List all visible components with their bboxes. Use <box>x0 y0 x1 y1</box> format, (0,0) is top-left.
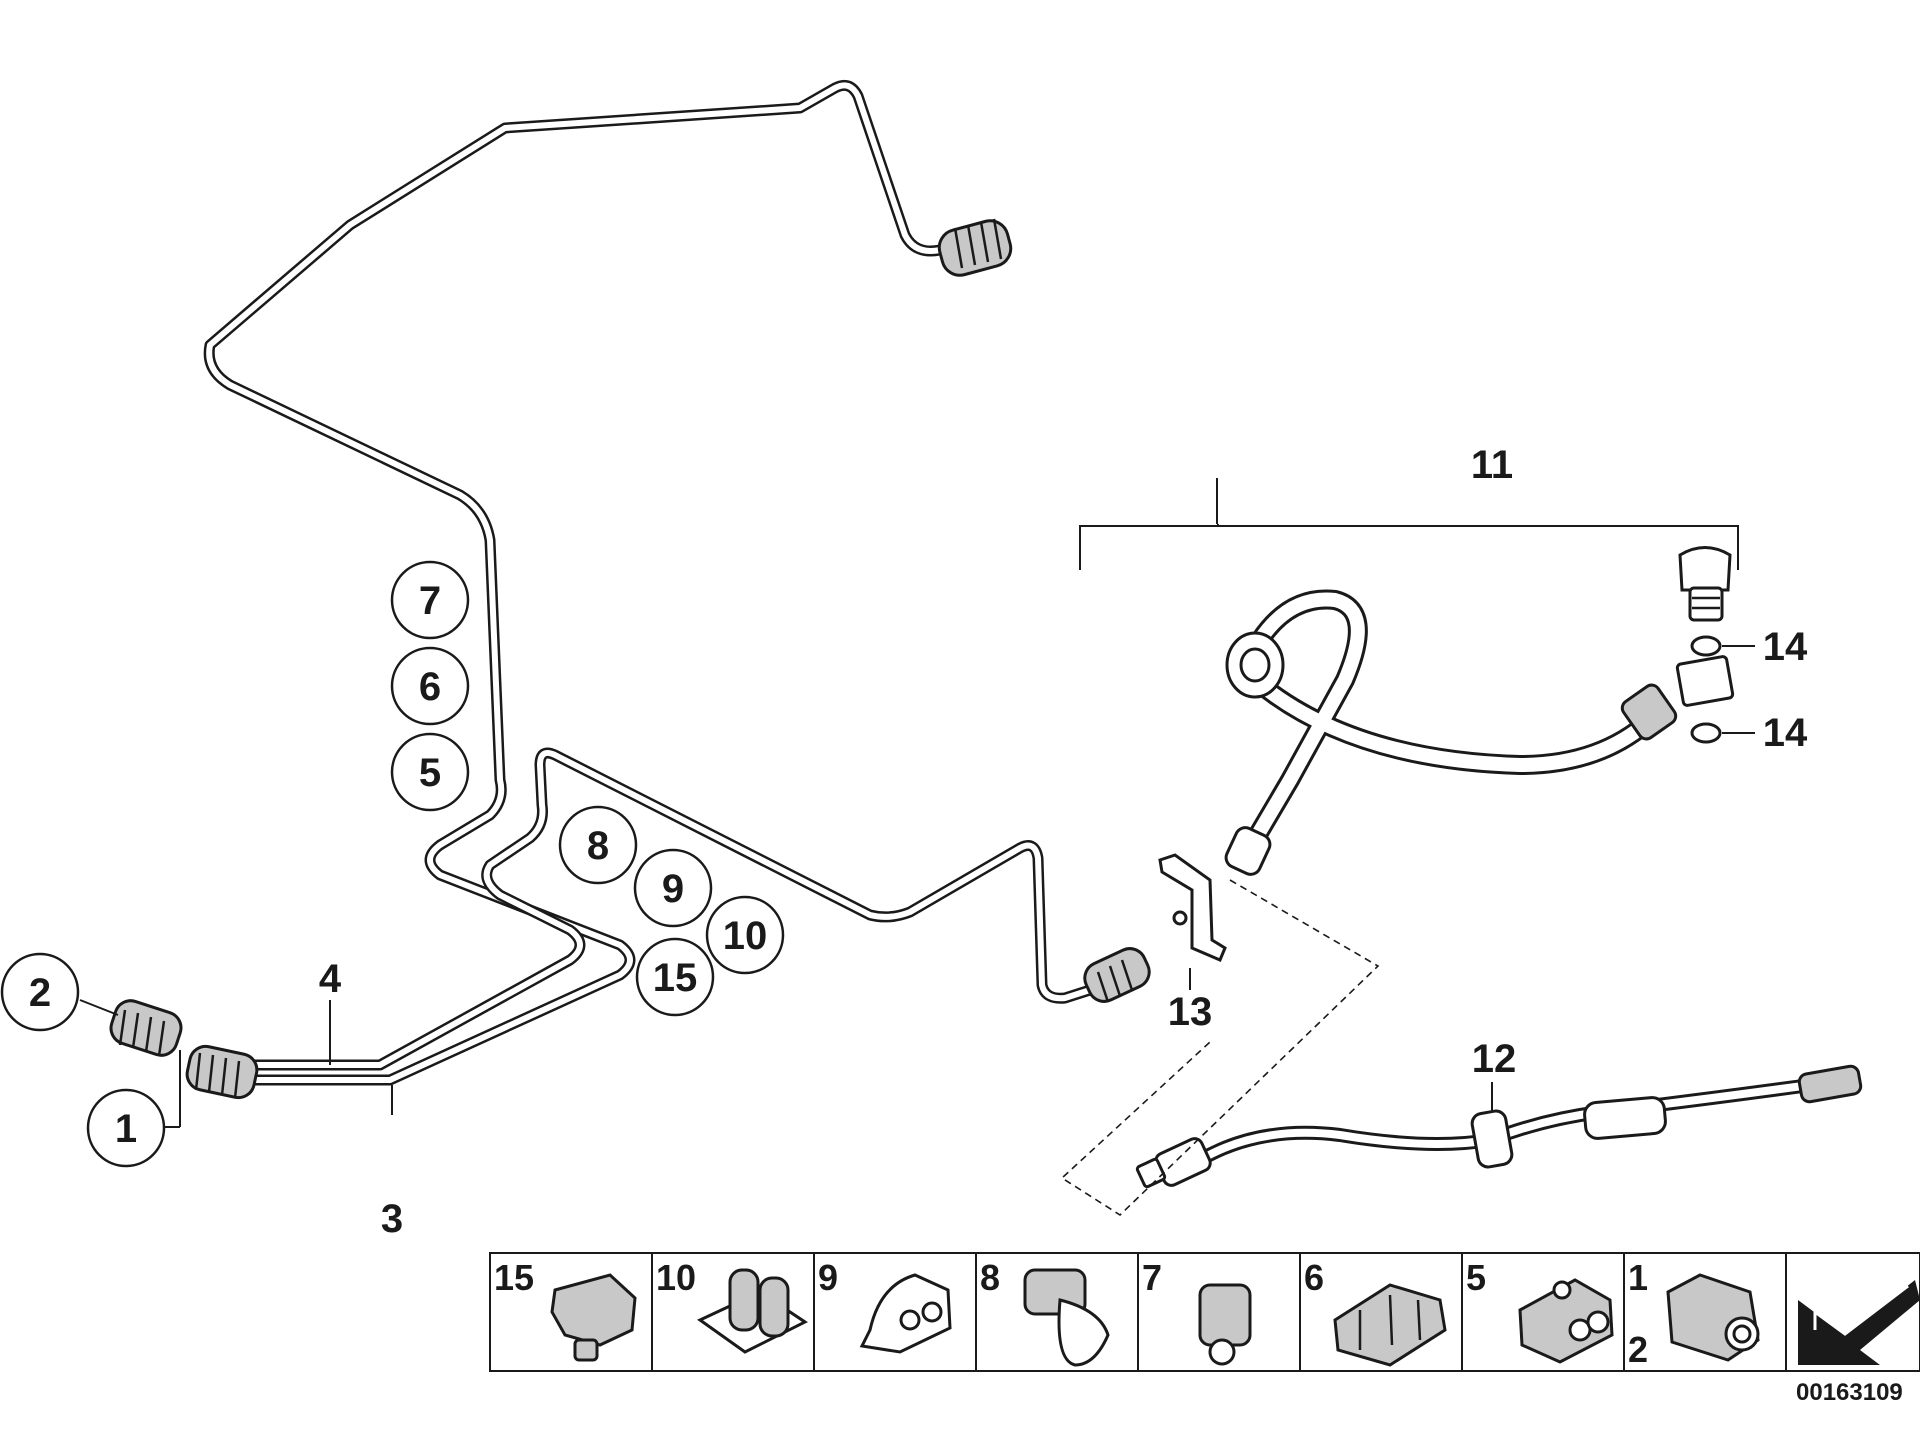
svg-text:8: 8 <box>587 824 609 868</box>
svg-text:2: 2 <box>29 971 51 1015</box>
hose-bracket <box>1158 853 1227 990</box>
callout-11: 11 <box>1471 443 1513 487</box>
callout-7: 7 <box>390 560 470 640</box>
svg-text:1: 1 <box>1628 1257 1648 1298</box>
svg-text:2: 2 <box>1628 1329 1648 1370</box>
svg-text:9: 9 <box>818 1257 838 1298</box>
svg-text:10: 10 <box>656 1257 696 1298</box>
pipe-fitting-top <box>937 218 1013 277</box>
svg-text:6: 6 <box>1304 1257 1324 1298</box>
callout-3: 3 <box>381 1197 403 1241</box>
svg-text:14: 14 <box>1763 625 1808 669</box>
parts-legend: 15 10 9 8 7 <box>489 1252 1920 1372</box>
legend-cell-arrow <box>1785 1252 1920 1372</box>
callout-9: 9 <box>633 848 713 928</box>
callout-4: 4 <box>319 957 342 1001</box>
legend-cell-15: 15 <box>489 1252 653 1372</box>
callout-5: 5 <box>390 732 470 812</box>
legend-cell-5: 5 <box>1461 1252 1625 1372</box>
callout-6: 6 <box>390 646 470 726</box>
svg-text:5: 5 <box>419 751 441 795</box>
svg-text:1: 1 <box>115 1107 137 1151</box>
legend-cell-6: 6 <box>1299 1252 1463 1372</box>
wear-sensor-cable <box>1135 1064 1863 1189</box>
bracket-11 <box>1079 478 1739 570</box>
banjo-bolt-assembly <box>1675 546 1755 744</box>
svg-text:8: 8 <box>980 1257 1000 1298</box>
callout-12: 12 <box>1472 1037 1517 1081</box>
callout-2: 2 <box>0 952 80 1032</box>
callout-14-upper: 14 <box>1763 625 1808 669</box>
svg-text:10: 10 <box>723 914 768 958</box>
svg-text:7: 7 <box>419 579 441 623</box>
svg-text:14: 14 <box>1763 711 1808 755</box>
svg-text:11: 11 <box>1471 443 1513 487</box>
legend-cell-8: 8 <box>975 1252 1139 1372</box>
callout-14-lower: 14 <box>1763 711 1808 755</box>
pipe-fitting-mid <box>1083 947 1151 1003</box>
detail-outline <box>1060 879 1380 1217</box>
long-brake-pipe <box>203 79 946 1086</box>
legend-cell-7: 7 <box>1137 1252 1301 1372</box>
legend-cell-1-2: 1 2 <box>1623 1252 1787 1372</box>
flexible-brake-hose <box>1224 589 1678 876</box>
svg-text:6: 6 <box>419 665 441 709</box>
callout-8: 8 <box>558 805 638 885</box>
legend-cell-9: 9 <box>813 1252 977 1372</box>
svg-text:13: 13 <box>1168 990 1213 1034</box>
svg-text:15: 15 <box>494 1257 534 1298</box>
svg-text:5: 5 <box>1466 1257 1486 1298</box>
short-brake-pipe <box>249 747 1096 1071</box>
svg-text:9: 9 <box>662 867 684 911</box>
callout-13: 13 <box>1168 990 1213 1034</box>
svg-text:7: 7 <box>1142 1257 1162 1298</box>
svg-text:4: 4 <box>319 957 342 1001</box>
callout-1: 1 <box>86 1088 166 1168</box>
leader-lines <box>79 999 1493 1128</box>
left-fittings <box>109 999 259 1100</box>
legend-cell-10: 10 <box>651 1252 815 1372</box>
svg-text:12: 12 <box>1472 1037 1517 1081</box>
svg-text:15: 15 <box>653 956 698 1000</box>
callout-15: 15 <box>635 937 715 1017</box>
callout-10: 10 <box>705 895 785 975</box>
diagram-id: 00163109 <box>1796 1379 1903 1406</box>
svg-text:3: 3 <box>381 1197 403 1241</box>
